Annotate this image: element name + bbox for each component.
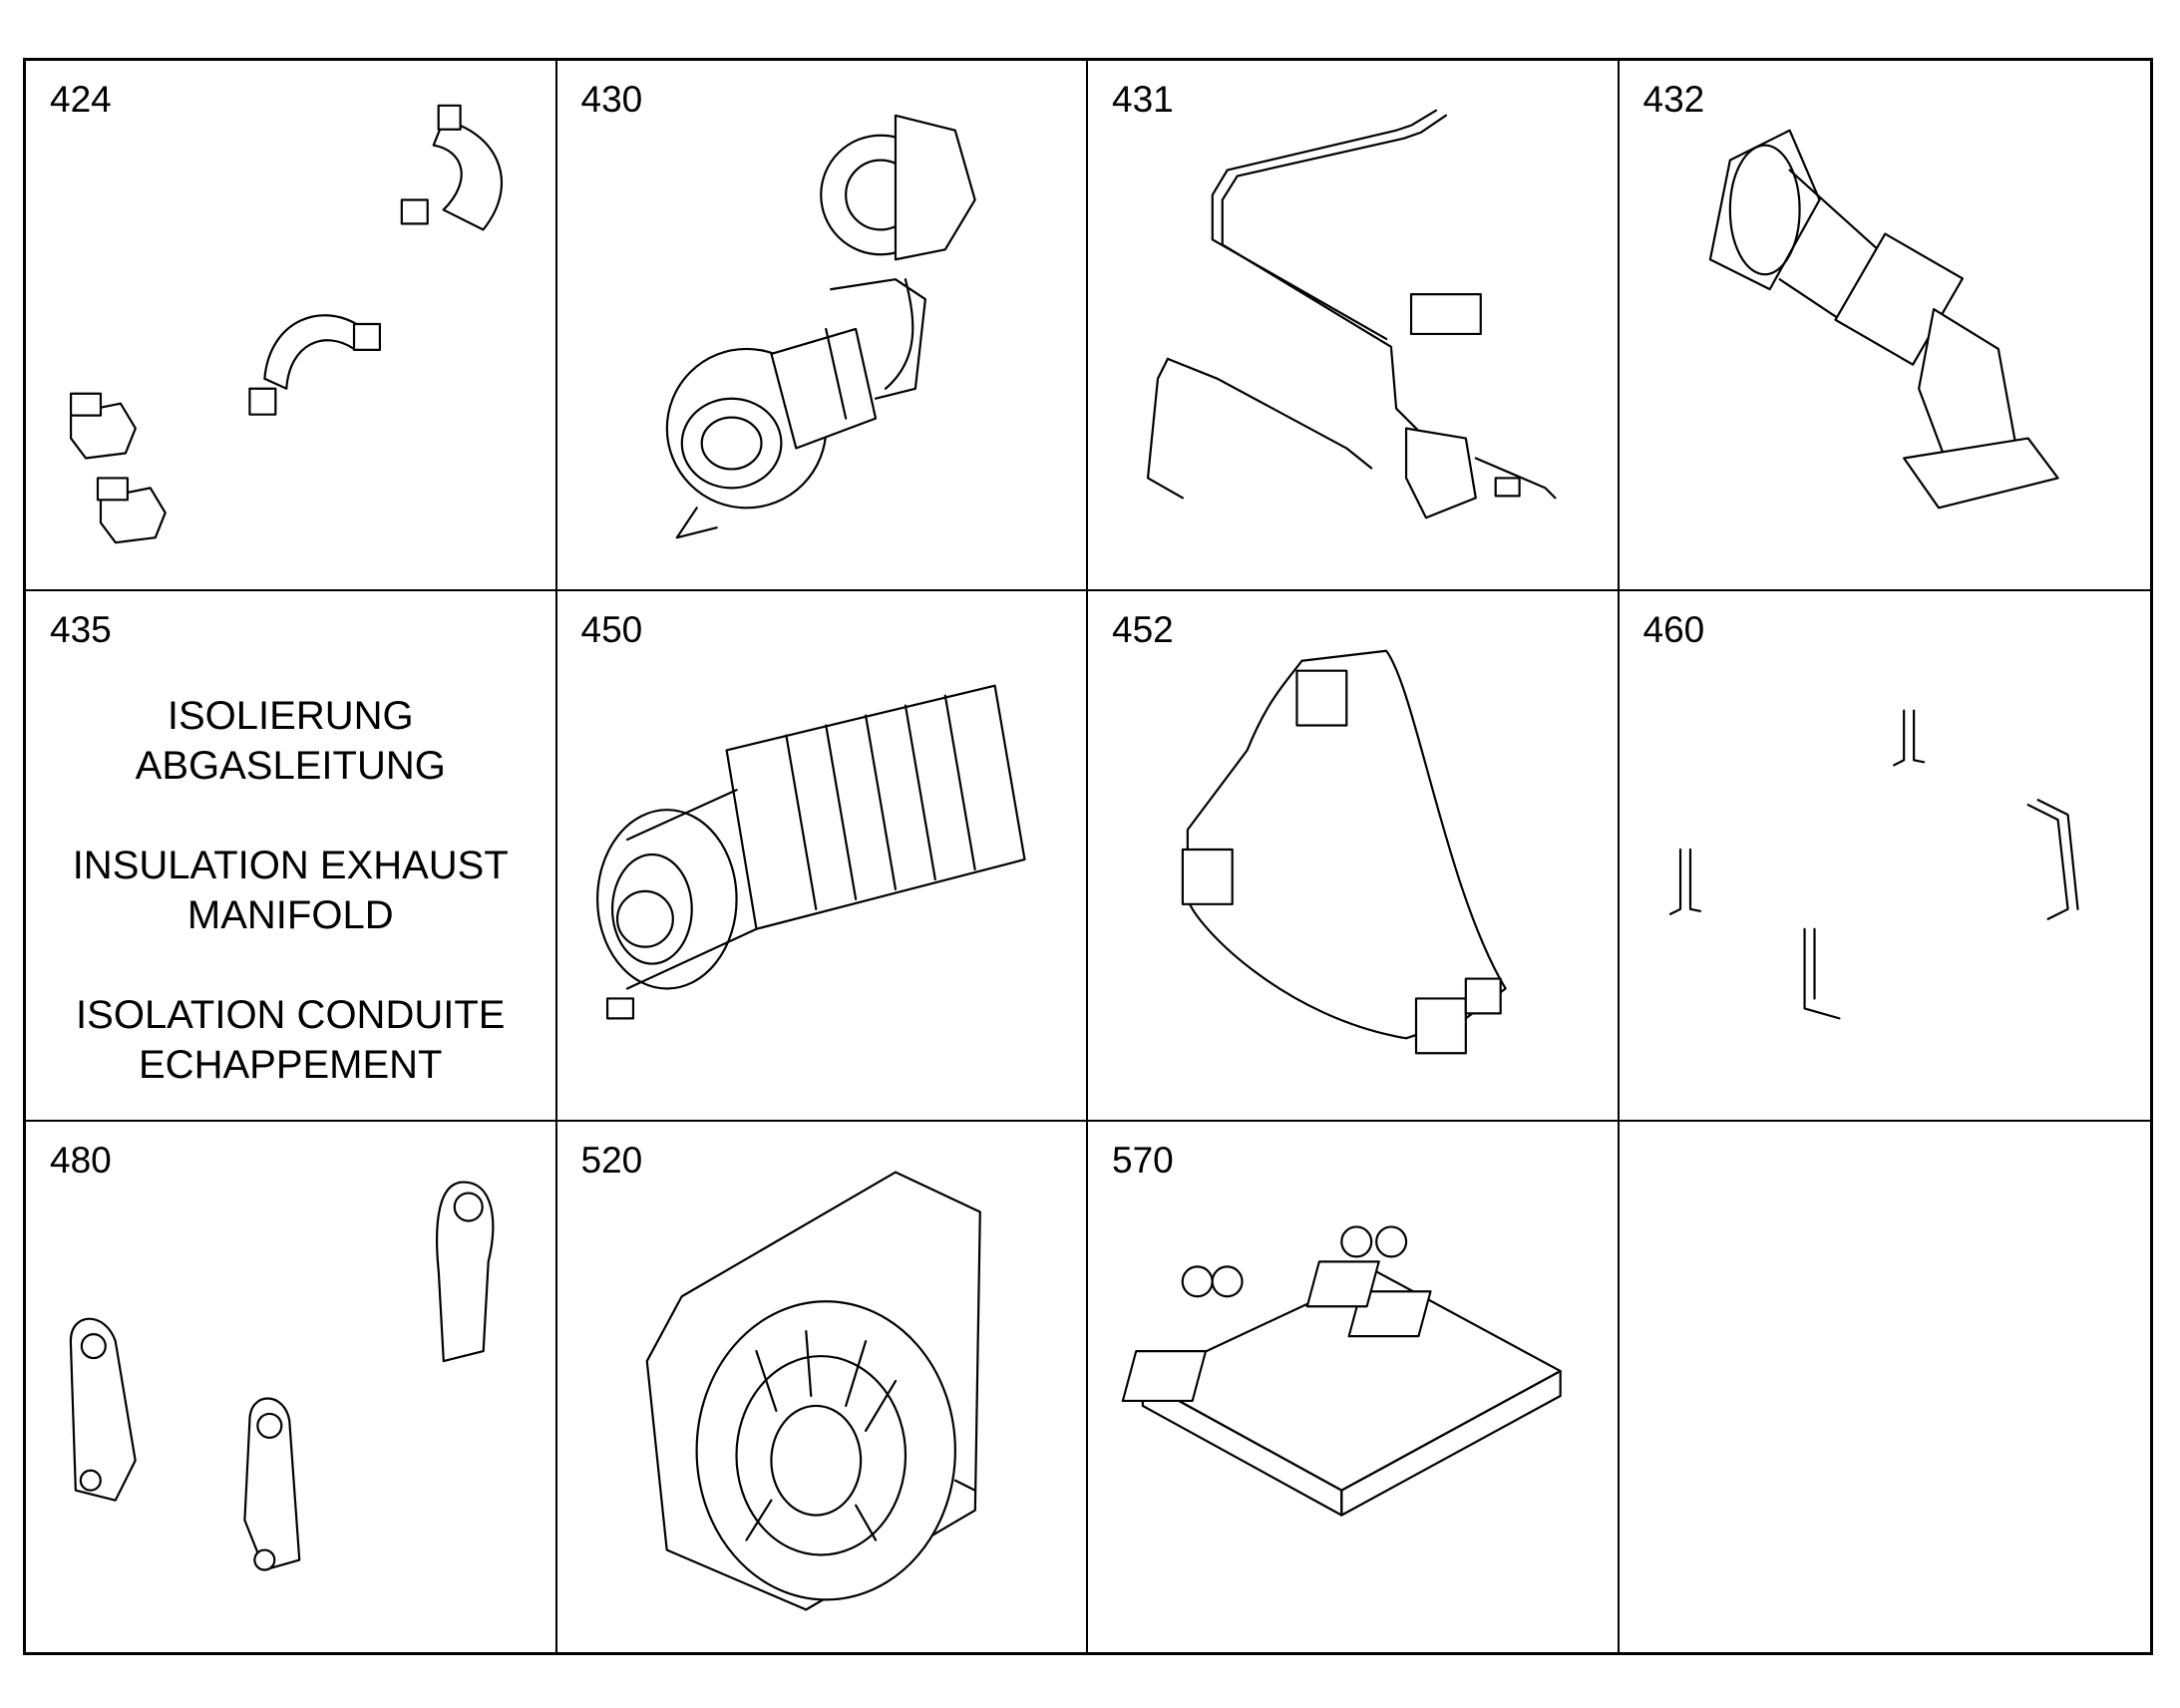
exhaust-pipe-illustration xyxy=(1708,129,2059,510)
control-unit-illustration xyxy=(1121,1225,1562,1517)
bracket-illustration xyxy=(1181,649,1507,1055)
part-number: 430 xyxy=(580,79,643,120)
cell-empty xyxy=(1620,1122,2151,1652)
cell-520: 520 xyxy=(557,1122,1088,1652)
note-german-line2: ABGASLEITUNG xyxy=(135,744,446,788)
cell-450: 450 xyxy=(556,591,1088,1122)
part-number: 424 xyxy=(50,79,112,120)
part-number: 460 xyxy=(1642,609,1705,650)
cell-431: 431 xyxy=(1088,61,1620,591)
part-number: 452 xyxy=(1112,609,1174,650)
lifting-eyes-illustration xyxy=(69,1181,495,1571)
holders-illustration xyxy=(1668,709,2079,1020)
cell-430: 430 xyxy=(556,61,1088,591)
flywheel-housing-illustration xyxy=(645,1171,981,1611)
note-french-line2: ECHAPPEMENT xyxy=(139,1043,443,1087)
part-number: 570 xyxy=(1112,1140,1174,1181)
note-french: ISOLATION CONDUITE ECHAPPEMENT xyxy=(26,990,555,1090)
part-number: 450 xyxy=(580,609,643,650)
parts-grid: 424 430 xyxy=(23,58,2153,1655)
part-number: 432 xyxy=(1642,79,1705,120)
note-english-line2: MANIFOLD xyxy=(186,893,394,937)
clamps-and-plugs-illustration xyxy=(69,104,503,544)
pipe-lines-illustration xyxy=(1146,109,1557,519)
note-english: INSULATION EXHAUST MANIFOLD xyxy=(26,841,555,940)
cell-424: 424 xyxy=(26,61,557,591)
note-english-line1: INSULATION EXHAUST xyxy=(72,844,509,887)
cell-432: 432 xyxy=(1619,61,2150,591)
note-french-line1: ISOLATION CONDUITE xyxy=(76,993,506,1037)
cell-570: 570 xyxy=(1088,1122,1620,1652)
starter-motor-illustration xyxy=(595,684,1026,1020)
note-german: ISOLIERUNG ABGASLEITUNG xyxy=(26,691,555,791)
cell-460: 460 xyxy=(1619,591,2150,1122)
cell-480: 480 xyxy=(26,1122,557,1652)
cell-435: 435 ISOLIERUNG ABGASLEITUNG INSULATION EX… xyxy=(26,591,557,1122)
part-number: 520 xyxy=(580,1140,643,1181)
part-number: 431 xyxy=(1112,79,1174,120)
part-number: 480 xyxy=(50,1140,112,1181)
cell-452: 452 xyxy=(1088,591,1620,1122)
insulation-notes: ISOLIERUNG ABGASLEITUNG INSULATION EXHAUS… xyxy=(26,691,555,1120)
part-number: 435 xyxy=(50,609,112,650)
note-german-line1: ISOLIERUNG xyxy=(167,694,414,738)
turbocharger-illustration xyxy=(665,114,976,539)
